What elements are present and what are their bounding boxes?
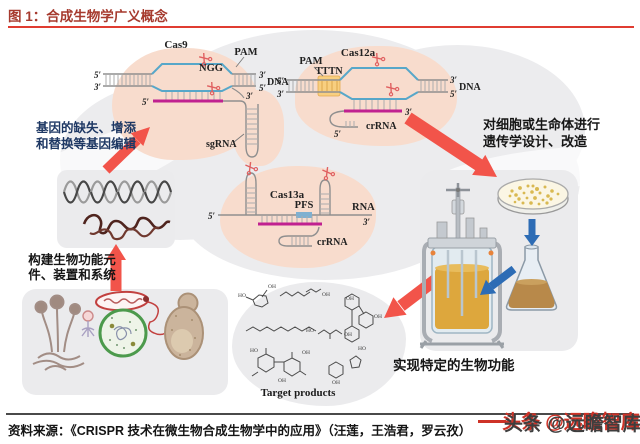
petri-dish-art (497, 178, 569, 215)
tttn-label: TTTN (315, 66, 343, 77)
cas13a-diagram: Cas13a PFS 5′ RNA 3′ crRNA (208, 160, 375, 248)
flask-art (505, 244, 558, 311)
svg-text:3′: 3′ (245, 91, 254, 101)
svg-text:OH: OH (302, 350, 310, 356)
mold-fungus-art (32, 294, 85, 371)
source-note: 资料来源：《CRISPR 技术在微生物合成生物学中的应用》（汪莲，王浩君，罗云孜… (8, 424, 472, 438)
cas12a-diagram: Cas12a PAM TTTN 5′ 3′ 3′ 5′ DNA 3′ 5′ cr… (276, 47, 481, 139)
svg-text:3′: 3′ (362, 217, 371, 227)
svg-text:OH: OH (268, 284, 276, 290)
svg-text:OH: OH (278, 378, 286, 384)
svg-text:5′: 5′ (259, 83, 267, 93)
svg-text:OH: OH (332, 380, 340, 386)
pam-label: PAM (299, 56, 322, 67)
genetic-design-label: 对细胞或生命体进行 遗传学设计、改造 (483, 117, 601, 149)
rna-label: RNA (352, 202, 375, 213)
bacterium-art (95, 290, 167, 336)
svg-text:5′: 5′ (94, 70, 102, 80)
svg-text:3′: 3′ (93, 82, 102, 92)
blue-arrow-dish-to-flask (524, 219, 540, 246)
svg-text:5′: 5′ (208, 211, 216, 221)
target-products-label: Target products (261, 387, 337, 399)
scissors-icon (383, 80, 401, 98)
svg-text:OH: OH (322, 292, 330, 298)
cas13a-label: Cas13a (270, 189, 305, 201)
ngg-label: NGG (199, 63, 223, 74)
scissors-icon (319, 165, 336, 182)
svg-text:OH: OH (344, 332, 352, 338)
footer-rule (6, 413, 634, 415)
dna-label: DNA (267, 77, 289, 88)
cas9-diagram: Cas9 PAM NGG 5′ 3′ 5′ 3′ 3′ 5′ DNA sgRNA (93, 39, 289, 158)
svg-text:3′: 3′ (449, 75, 458, 85)
crrna-label: crRNA (317, 237, 348, 248)
figure-title: 图 1：合成生物学广义概念 (8, 9, 168, 24)
atom-labels: HO OH OH HO OH OH OH HO OH OH HO OH (238, 284, 382, 386)
gene-editing-label: 基因的缺失、增添 和替换等基因编辑 (35, 121, 136, 151)
svg-text:3′: 3′ (404, 107, 413, 117)
svg-text:HO: HO (250, 348, 258, 354)
dna-label: DNA (459, 82, 481, 93)
svg-text:5′: 5′ (450, 89, 458, 99)
pfs-label: PFS (295, 200, 314, 211)
svg-text:3′: 3′ (258, 70, 267, 80)
bioreactor-art (419, 183, 505, 349)
pam-label: PAM (234, 47, 257, 58)
blue-arrow-flask-to-bioreactor (480, 265, 517, 295)
svg-text:HO: HO (306, 328, 314, 334)
watermark-red-bar (478, 420, 506, 423)
cas12a-label: Cas12a (341, 47, 376, 59)
svg-text:HO: HO (238, 293, 246, 299)
chemical-structures-art (245, 288, 374, 379)
achieve-function-label: 实现特定的生物功能 (393, 358, 515, 373)
yeast-cell-art (164, 292, 204, 360)
organisms-art (32, 290, 204, 371)
green-cell-art (98, 308, 148, 358)
cas9-label: Cas9 (164, 39, 188, 51)
svg-text:5′: 5′ (277, 76, 285, 86)
target-products-blob (232, 282, 406, 406)
watermark-text: 头条 @远瞻智库 (504, 414, 640, 435)
svg-text:HO: HO (358, 346, 366, 352)
svg-text:OH: OH (346, 296, 354, 302)
scissors-icon (204, 79, 222, 97)
watermark: 头条 @远瞻智库 (478, 406, 640, 442)
scissors-icon (242, 160, 259, 177)
svg-text:5′: 5′ (334, 129, 342, 139)
red-arrow-build-components (106, 244, 126, 291)
crrna-label: crRNA (366, 121, 397, 132)
title-underline (8, 26, 634, 28)
dna-helix-art (62, 180, 173, 241)
svg-text:3′: 3′ (276, 89, 285, 99)
build-components-label: 构建生物功能元 件、装置和系统 (28, 253, 116, 282)
sgrna-label: sgRNA (206, 139, 237, 150)
svg-text:5′: 5′ (142, 97, 150, 107)
svg-text:OH: OH (374, 314, 382, 320)
red-arrow-gene-editing (102, 127, 150, 174)
phage-art (81, 310, 95, 337)
red-arrow-genetic-design (404, 112, 497, 177)
